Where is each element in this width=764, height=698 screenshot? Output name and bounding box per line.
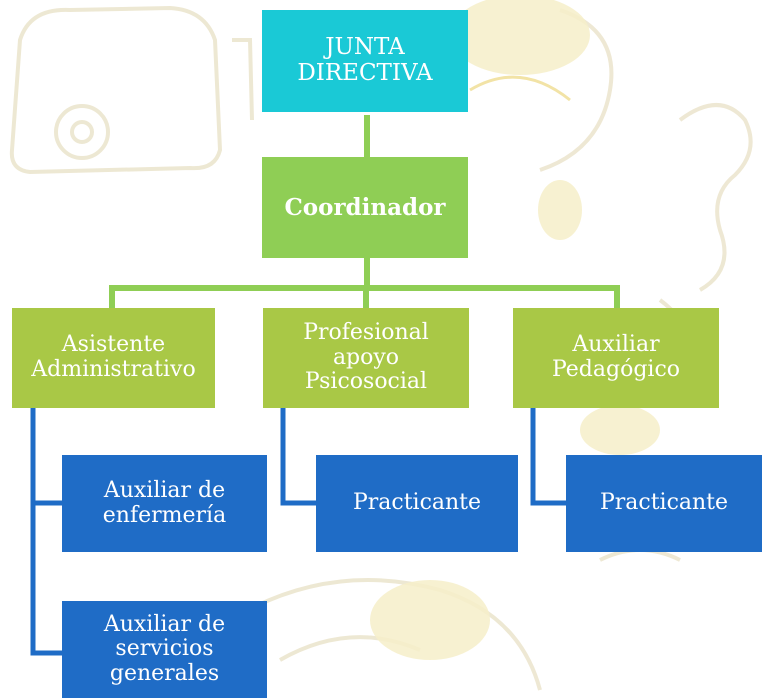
green-connectors (109, 115, 620, 308)
aux-enfermeria-line-1: Auxiliar de (103, 477, 226, 503)
node-asistente-administrativo: Asistente Administrativo (12, 308, 215, 408)
junta-line-2: DIRECTIVA (297, 60, 433, 86)
asistente-line-2: Administrativo (31, 357, 196, 382)
profesional-line-2: apoyo (332, 344, 400, 370)
connector-asistente-children (30, 408, 62, 656)
coordinador-label: Coordinador (284, 193, 446, 221)
node-practicante-2: Practicante (566, 455, 762, 552)
node-auxiliar-pedagogico: Auxiliar Pedagógico (513, 308, 719, 408)
aux-servicios-line-3: generales (109, 660, 220, 686)
profesional-line-3: Psicosocial (304, 369, 428, 395)
auxiliar-pedagogico-line-2: Pedagógico (551, 357, 681, 382)
connector-profesional-practicante (280, 408, 316, 506)
practicante-2-label: Practicante (599, 490, 729, 516)
node-auxiliar-servicios-generales: Auxiliar de servicios generales (62, 601, 267, 698)
junta-line-1: JUNTA (325, 34, 405, 61)
node-practicante-1: Practicante (316, 455, 518, 552)
practicante-1-label: Practicante (352, 490, 482, 516)
auxiliar-pedagogico-line-1: Auxiliar (572, 332, 660, 358)
connector-auxiliar-practicante (530, 408, 566, 506)
connector-coordinador-level2 (109, 258, 620, 308)
asistente-line-1: Asistente (61, 332, 166, 358)
aux-servicios-line-1: Auxiliar de (103, 611, 226, 637)
node-profesional-apoyo-psicosocial: Profesional apoyo Psicosocial (263, 308, 469, 408)
node-auxiliar-enfermeria: Auxiliar de enfermería (62, 455, 267, 552)
node-junta-directiva: JUNTA DIRECTIVA (262, 10, 468, 112)
aux-enfermeria-line-2: enfermería (102, 502, 227, 528)
aux-servicios-line-2: servicios (115, 636, 214, 662)
node-coordinador: Coordinador (262, 157, 468, 258)
blue-connectors (30, 408, 566, 656)
profesional-line-1: Profesional (303, 320, 429, 346)
